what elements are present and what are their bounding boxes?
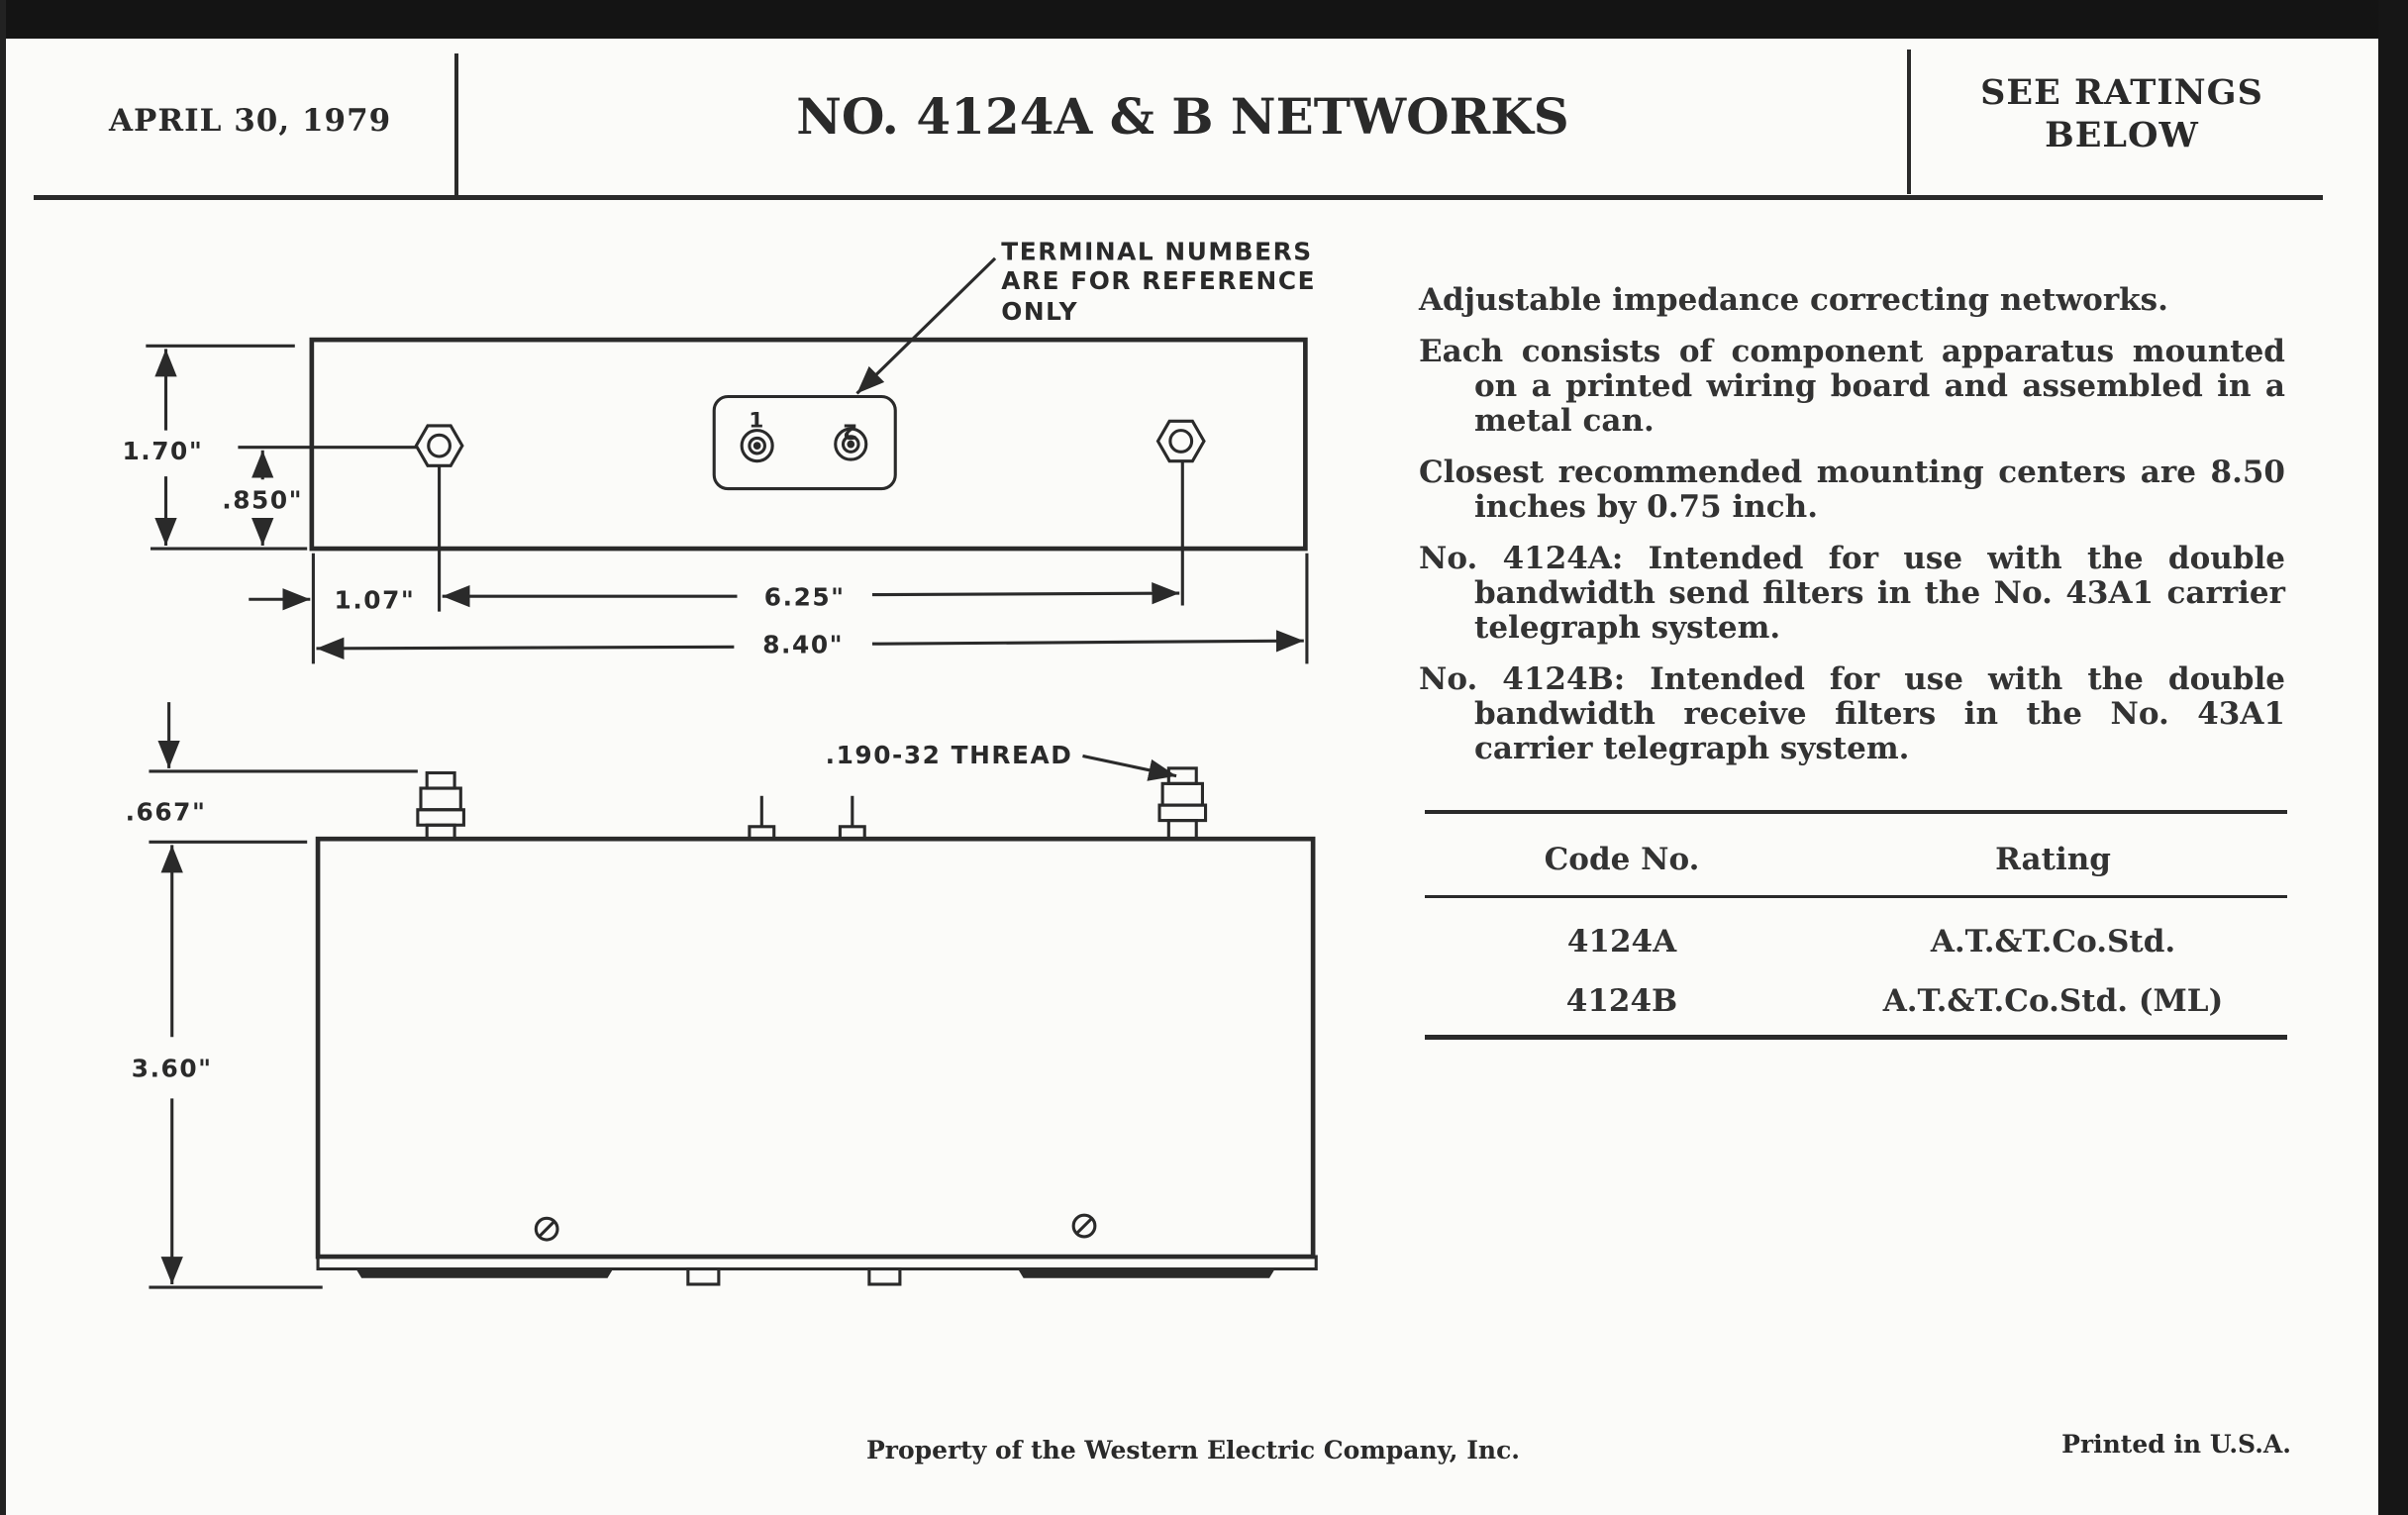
dim-can-height: 3.60" (132, 1055, 213, 1083)
ratings-note-line: BELOW (2045, 115, 2199, 155)
code-cell: 4124A (1566, 924, 1677, 960)
screw-icon (1071, 1213, 1097, 1239)
terminal-label-2: 2 (841, 418, 857, 443)
foot (686, 1266, 721, 1286)
terminal-1-icon (740, 429, 774, 463)
rating-cell: A.T.&T.Co.Std. (ML) (1882, 983, 2224, 1019)
table-row: 4124B A.T.&T.Co.Std. (ML) (1425, 983, 2287, 1035)
table-rule (1425, 895, 2287, 898)
terminal-2-icon (834, 427, 868, 461)
ratings-note-line: SEE RATINGS (1980, 72, 2263, 113)
scan-border-right (2378, 0, 2408, 1515)
description-paragraph: No. 4124A: Intended for use with the dou… (1419, 541, 2285, 646)
terminal-note: ONLY (1001, 297, 1078, 326)
dim-length: 8.40" (762, 631, 844, 659)
header-divider (454, 53, 458, 198)
thread-leader-arrow (1082, 754, 1177, 781)
top-view-outline (309, 337, 1308, 552)
scan-border-left (0, 0, 6, 1515)
stud-right-icon (1157, 766, 1208, 841)
table-header-row: Code No. Rating (1425, 842, 2287, 895)
page-title: NO. 4124A & B NETWORKS (796, 87, 1569, 146)
terminal-post-icon (838, 795, 866, 841)
terminal-note: ARE FOR REFERENCE (1001, 266, 1316, 295)
dim-hole-spacing: 6.25" (764, 582, 846, 611)
header-divider (1907, 50, 1911, 194)
hex-nut-left-icon (414, 424, 464, 467)
table-rule (1425, 1035, 2287, 1040)
screw-icon (534, 1216, 559, 1242)
stud-left-icon (416, 770, 465, 841)
issue-date: APRIL 30, 1979 (109, 103, 392, 139)
dim-stud-height: .667" (126, 798, 207, 827)
scan-border-top (0, 0, 2408, 39)
foot (867, 1266, 902, 1286)
dim-hole-height: .850" (222, 486, 303, 515)
thread-label: .190-32 THREAD (826, 741, 1073, 769)
ratings-note: SEE RATINGS BELOW (1916, 71, 2328, 156)
property-notice: Property of the Western Electric Company… (865, 1436, 1520, 1464)
terminal-block (712, 394, 897, 491)
terminal-note: TERMINAL NUMBERS (1001, 237, 1312, 265)
column-header-code: Code No. (1544, 842, 1700, 877)
table-rule (1425, 810, 2287, 814)
front-view-outline (315, 836, 1316, 1260)
description-paragraph: Adjustable impedance correcting networks… (1419, 282, 2168, 318)
terminal-post-icon (748, 795, 776, 841)
note-leader-arrow (855, 256, 997, 395)
dim-height-top: 1.70" (122, 437, 203, 465)
printed-notice: Printed in U.S.A. (2061, 1430, 2291, 1459)
rating-cell: A.T.&T.Co.Std. (1930, 924, 2176, 960)
description-paragraph: Closest recommended mounting centers are… (1419, 454, 2285, 525)
terminal-label-1: 1 (749, 409, 765, 434)
column-header-rating: Rating (1995, 842, 2111, 877)
ratings-table: Code No. Rating 4124A A.T.&T.Co.Std. 412… (1425, 810, 2287, 1040)
hex-nut-right-icon (1155, 419, 1206, 463)
table-row: 4124A A.T.&T.Co.Std. (1425, 924, 2287, 983)
code-cell: 4124B (1565, 983, 1678, 1019)
dim-edge-to-hole: 1.07" (335, 586, 416, 615)
description: Adjustable impedance correcting networks… (1419, 283, 2285, 783)
description-paragraph: Each consists of component apparatus mou… (1419, 334, 2285, 439)
description-paragraph: No. 4124B: Intended for use with the dou… (1419, 661, 2285, 766)
header-rule (34, 195, 2323, 200)
